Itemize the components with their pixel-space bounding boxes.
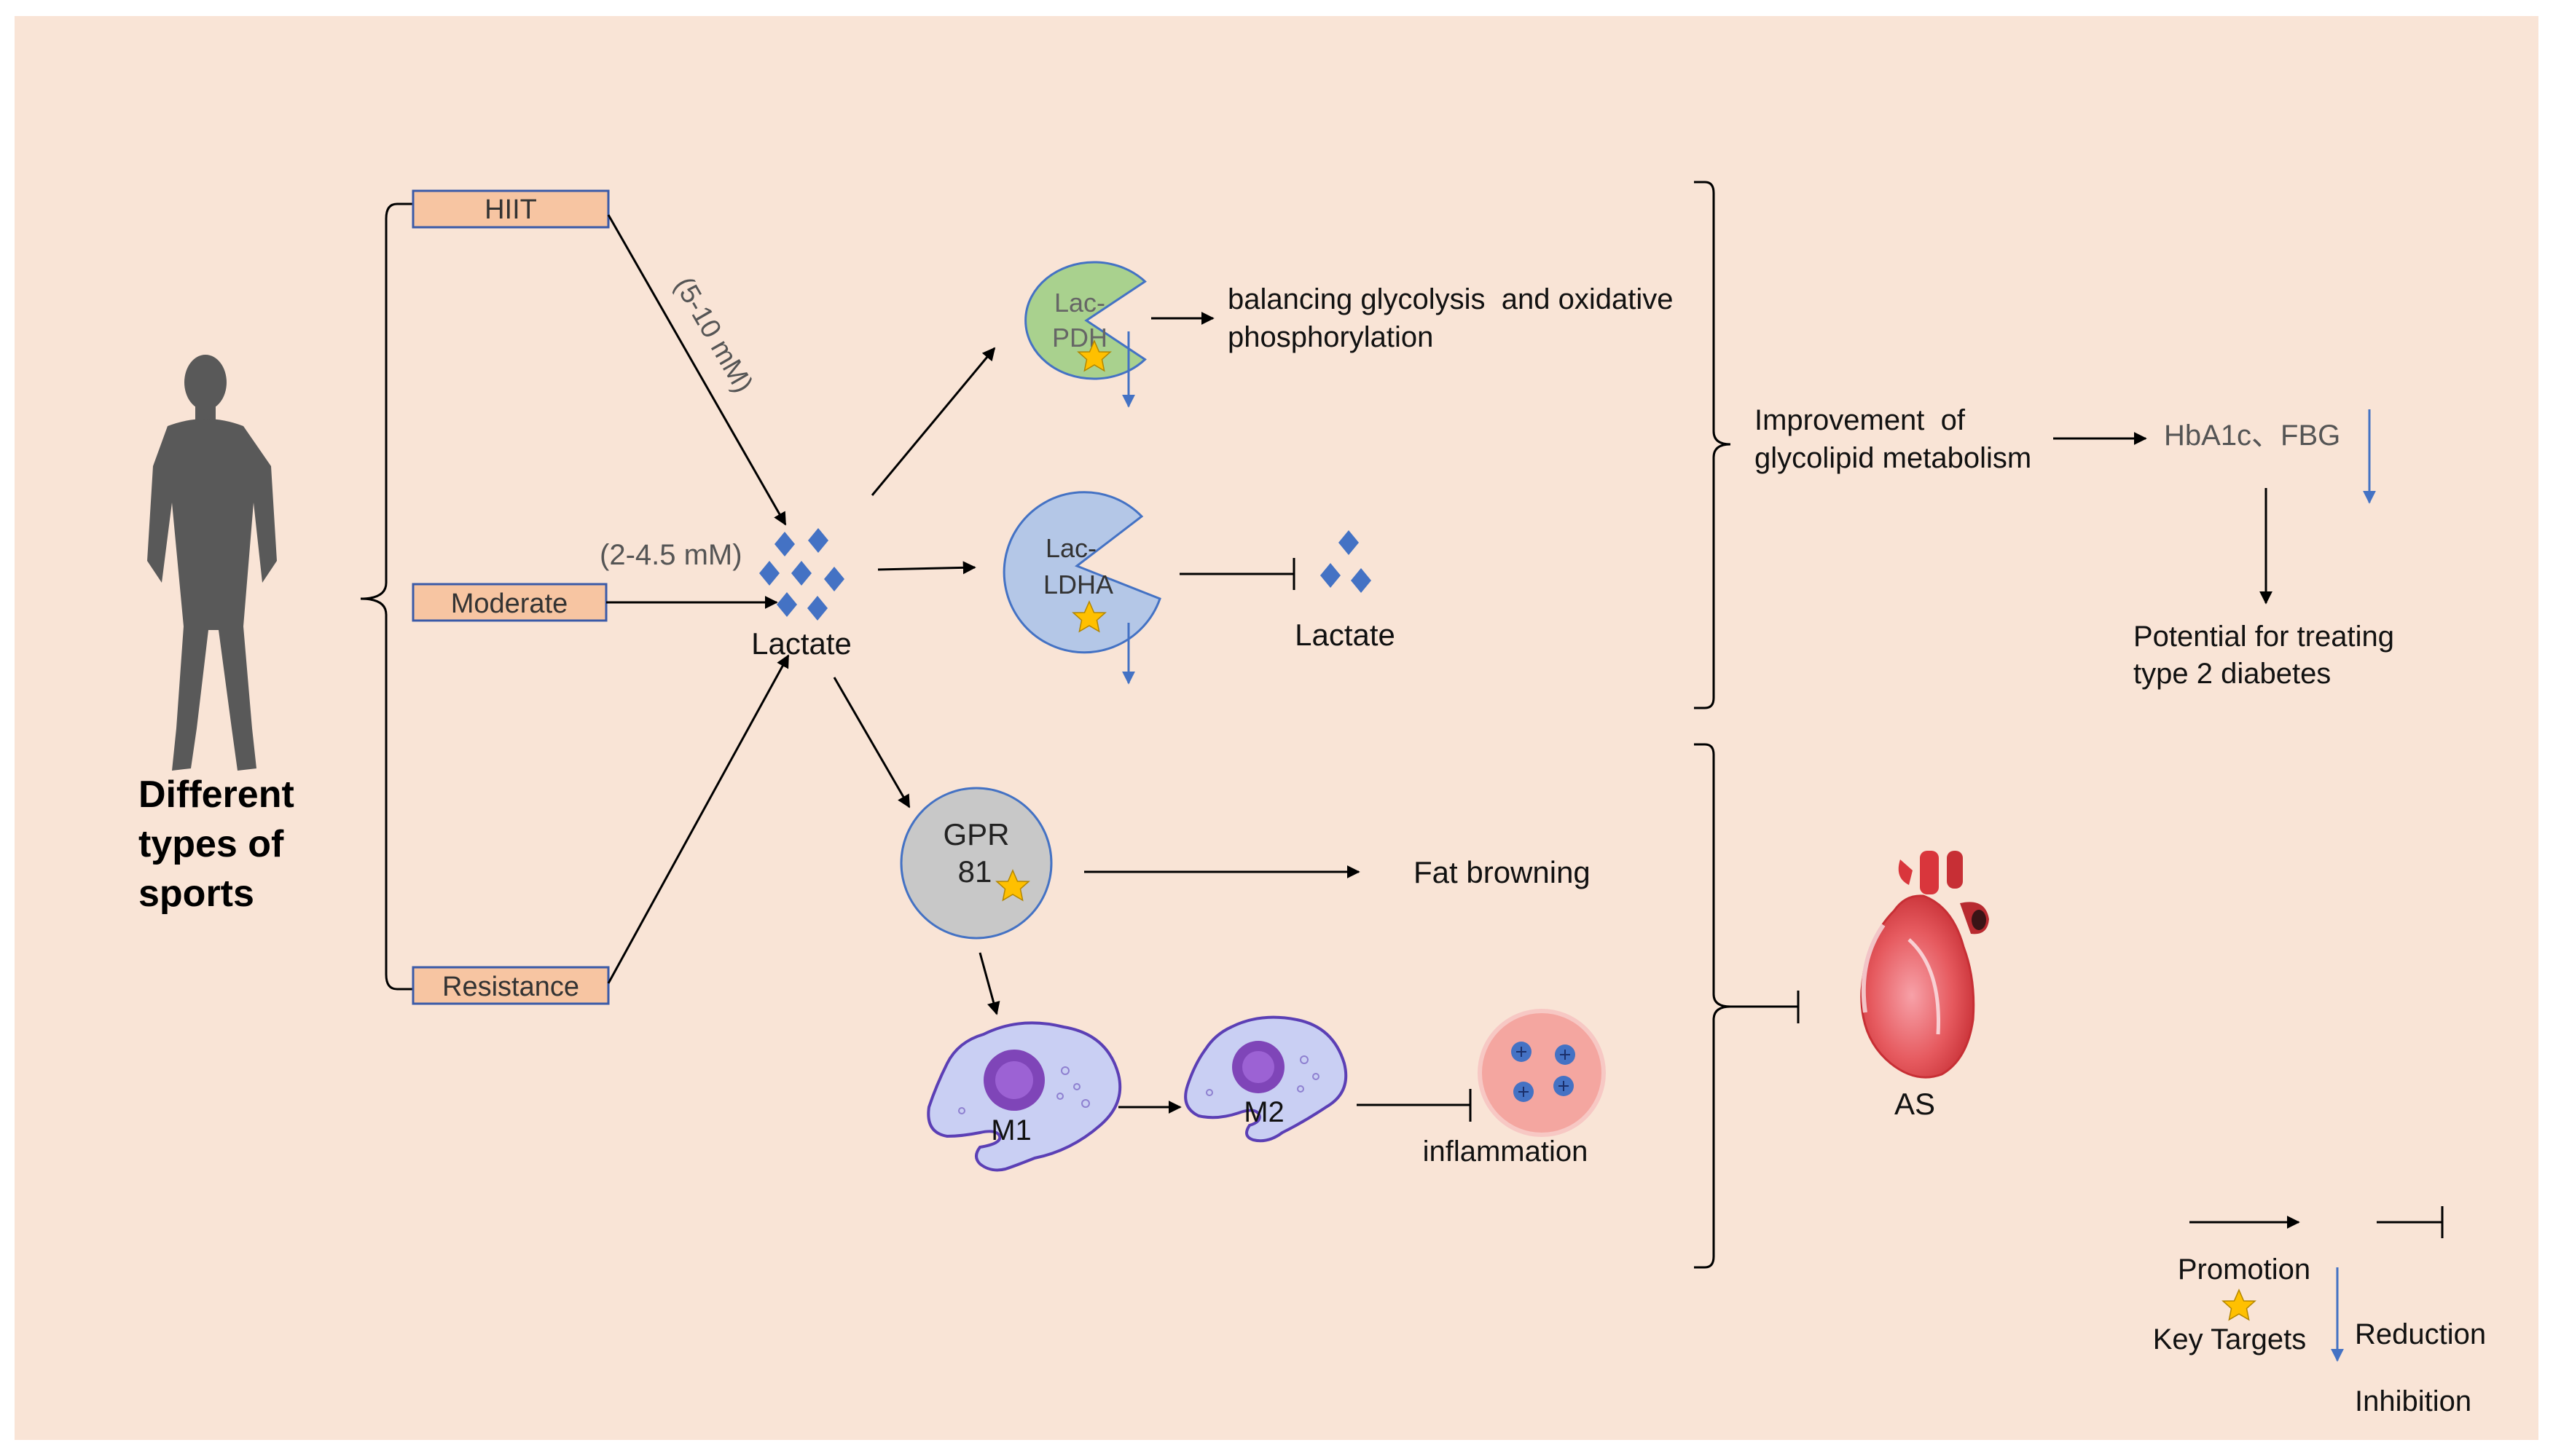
moderate-concentration: (2-4.5 mM) (600, 539, 742, 571)
hiit-label: HIIT (485, 194, 537, 225)
legend-inhibition-label: Inhibition (2355, 1385, 2471, 1417)
sports-title-line1: Different (138, 774, 294, 816)
m2-macrophage: M2 (1184, 1015, 1348, 1143)
pdh-effect-line1: balancing glycolysis and oxidative (1228, 283, 1673, 315)
metabolism-brace (1694, 181, 1731, 709)
hba1c-fbg-label: HbA1c、FBG (2164, 420, 2340, 452)
resistance-label: Resistance (442, 972, 579, 1002)
ldha-lactate-label: Lactate (1295, 618, 1395, 652)
resistance-box: Resistance (412, 966, 610, 1005)
hiit-box: HIIT (412, 189, 610, 229)
resistance-arrow (607, 654, 790, 984)
m2-inhibition (1357, 1089, 1472, 1122)
lactate-to-ldha-arrow (877, 561, 976, 575)
heart-icon (1860, 851, 1989, 1079)
sports-title-line2: types of (138, 823, 284, 865)
legend-key-targets-label: Key Targets (2153, 1323, 2307, 1355)
as-label: AS (1894, 1087, 1935, 1121)
m2-label: M2 (1244, 1096, 1285, 1128)
moderate-label: Moderate (451, 589, 568, 619)
diabetes-line2: type 2 diabetes (2133, 658, 2331, 690)
sports-title-line3: sports (138, 873, 254, 915)
diabetes-line1: Potential for treating (2133, 621, 2394, 653)
lactate-to-gpr-arrow (833, 677, 911, 808)
glycolipid-line1: Improvement of (1754, 404, 1966, 436)
pdh-label-line1: Lac- (1054, 288, 1105, 318)
pdh-effect-line2: phosphorylation (1228, 321, 1433, 353)
ldha-inhibition (1180, 558, 1295, 590)
background-panel (15, 16, 2538, 1440)
lac-ldha-enzyme: Lac- LDHA (1003, 491, 1161, 654)
moderate-box: Moderate (412, 583, 608, 622)
m1-macrophage: M1 (927, 1021, 1122, 1172)
gpr81-receptor: GPR 81 (900, 787, 1053, 940)
gpr-label-line1: GPR (943, 817, 1009, 851)
gpr-label-line2: 81 (958, 854, 992, 889)
legend-promotion-label: Promotion (2178, 1254, 2310, 1286)
fat-browning-label: Fat browning (1413, 855, 1591, 889)
inflammation-cell (1478, 1009, 1606, 1137)
legend-reduction-label: Reduction (2355, 1318, 2486, 1350)
lac-pdh-enzyme: Lac- PDH (1024, 261, 1147, 380)
as-inhibition (1730, 991, 1800, 1023)
inflammation-label: inflammation (1423, 1136, 1588, 1168)
ldha-label-line2: LDHA (1043, 570, 1113, 599)
human-silhouette-icon (147, 355, 277, 771)
legend-inhibition-symbol (2377, 1206, 2444, 1238)
lactate-to-pdh-arrow (871, 347, 996, 496)
m1-label: M1 (991, 1114, 1032, 1146)
legend: Promotion Key Targets Reduction Inhibiti… (2153, 1206, 2486, 1417)
hiit-arrow (607, 214, 787, 526)
gpr-to-macrophage-arrow (979, 952, 1000, 1015)
sports-brace (360, 202, 413, 991)
glycolipid-line2: glycolipid metabolism (1754, 442, 2031, 474)
lactate-label: Lactate (751, 626, 852, 661)
pdh-label-line2: PDH (1052, 323, 1107, 353)
ldha-label-line1: Lac- (1046, 533, 1097, 563)
